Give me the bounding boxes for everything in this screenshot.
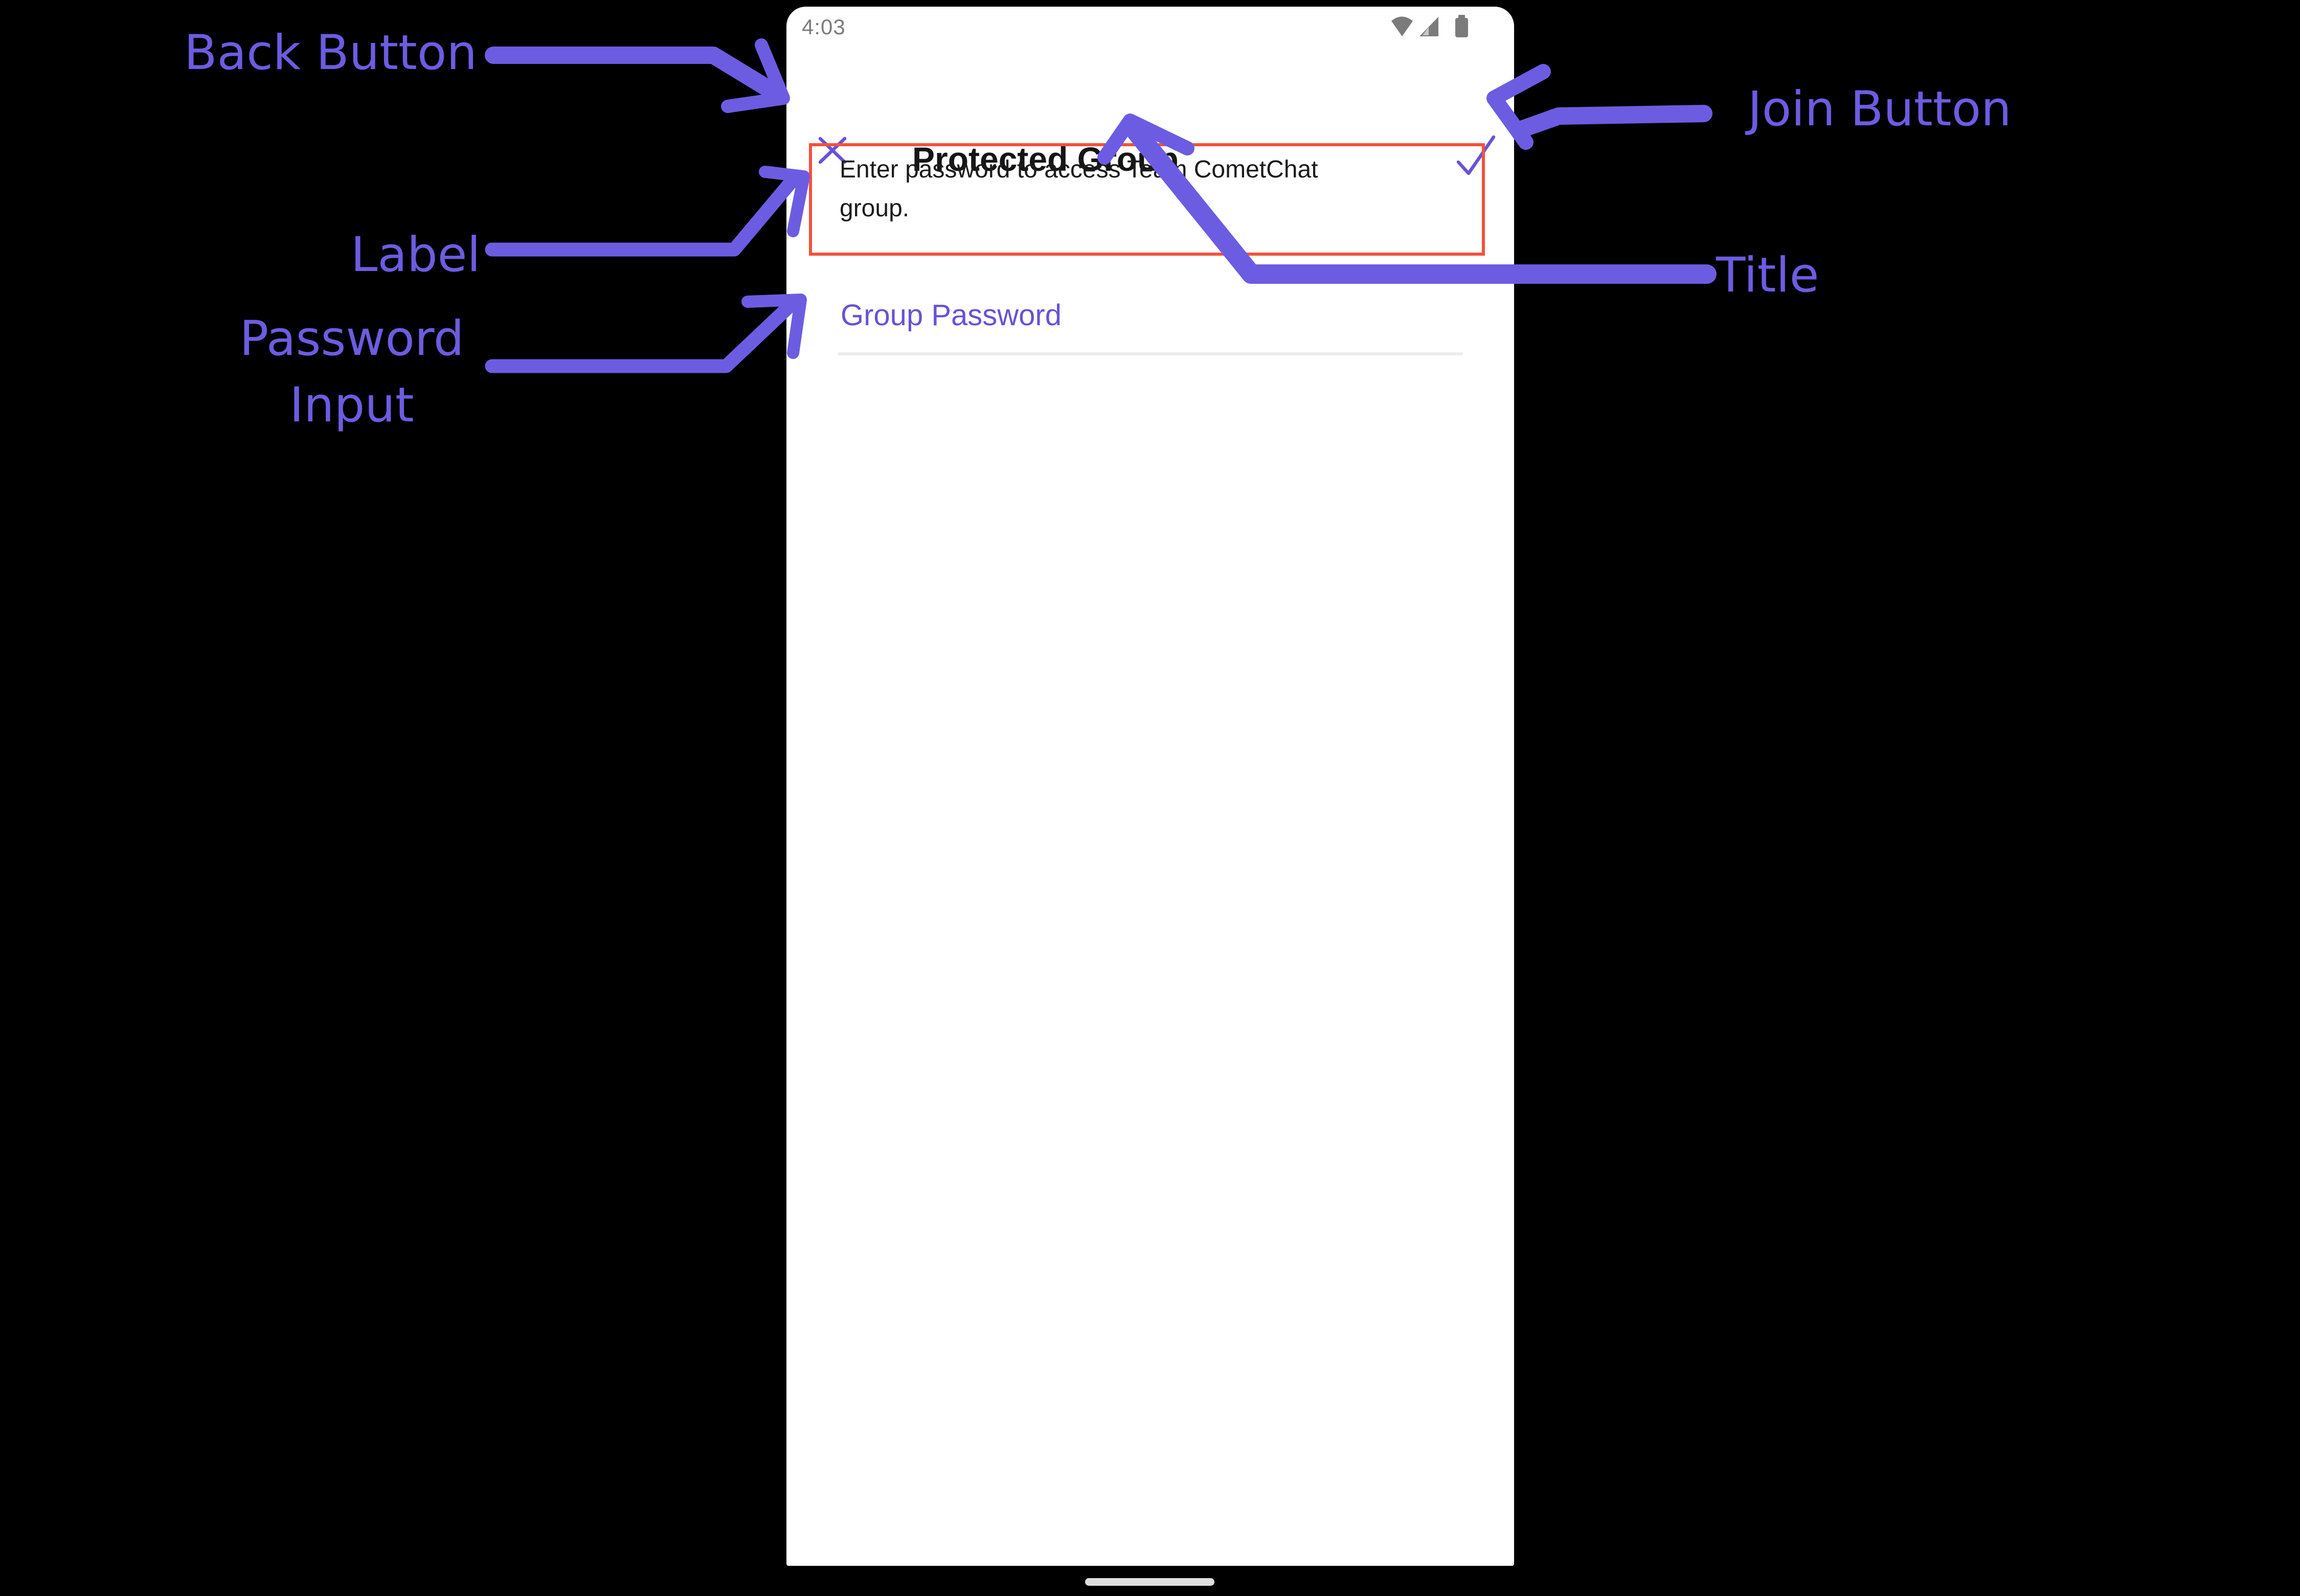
description-highlight-box: Enter password to access Team CometChat … [809,143,1485,256]
back-button-arrow-head [721,38,790,113]
status-time: 4:03 [802,15,846,39]
battery-icon [1455,18,1468,37]
cellular-signal-notch [1423,27,1429,35]
group-password-placeholder: Group Password [841,299,1062,332]
annotation-label: Label [351,227,481,283]
close-button[interactable] [815,132,849,166]
app-bar: Protected Group [786,63,1514,178]
group-password-input[interactable]: Group Password [786,293,1514,365]
join-button-arrow-shaft [1514,105,1712,138]
annotation-back-button: Back Button [184,25,477,81]
phone-screen: 4:03 Protected Group Enter password to a… [786,7,1514,1566]
label-arrow-shaft [485,172,801,257]
annotation-password-input: Password Input [239,311,464,433]
status-bar: 4:03 [786,7,1514,48]
x-close-icon [818,137,847,164]
password-input-arrow-shaft [485,297,799,373]
input-underline [838,352,1463,355]
home-indicator [1085,1578,1214,1586]
annotation-join-button: Join Button [1748,81,2012,137]
back-button-arrow-shaft [485,47,781,100]
group-description-label: Enter password to access Team CometChat … [840,156,1318,222]
battery-nub [1458,15,1465,19]
cellular-signal-icon [1419,17,1438,36]
annotation-title: Title [1716,248,1819,303]
status-icons [1391,15,1468,37]
wifi-icon [1391,16,1413,36]
